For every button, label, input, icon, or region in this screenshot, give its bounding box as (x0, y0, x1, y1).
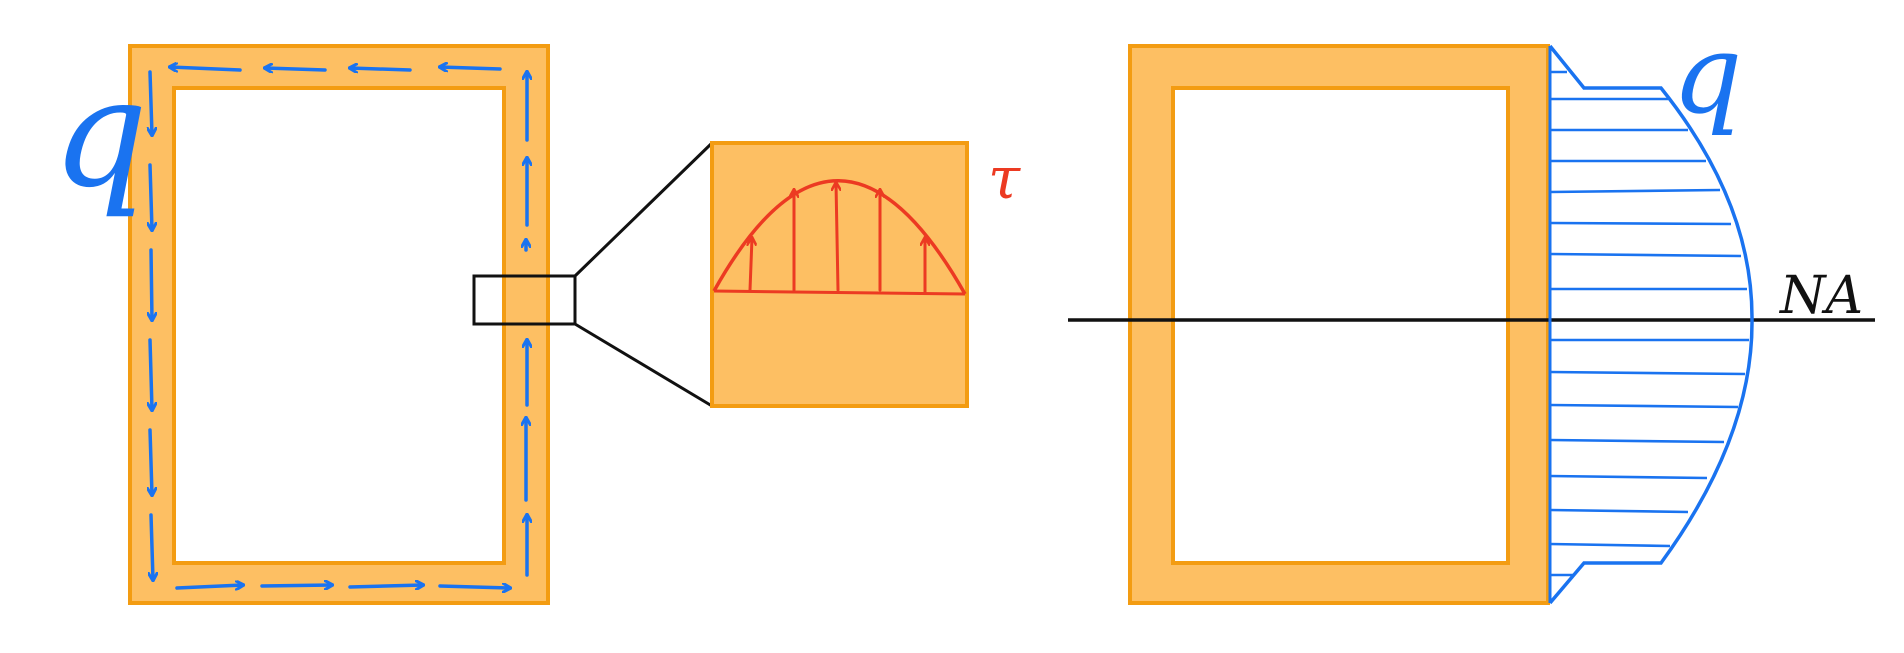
flow-arrow-left-3 (151, 248, 152, 320)
flow-arrow-top-4 (440, 67, 502, 69)
flow-arrow-bottom-4 (438, 586, 510, 588)
flow-arrow-left-6 (151, 513, 153, 580)
flow-arrow-bottom-1 (175, 585, 243, 588)
flow-arrow-bottom-3 (348, 585, 423, 587)
flow-arrow-bottom-2 (260, 585, 332, 586)
shear-stress-arrows (750, 183, 925, 294)
flow-arrow-top-1 (170, 67, 242, 70)
hatch-line (1549, 474, 1708, 480)
right-box-section (1128, 44, 1550, 605)
flow-arrow-left-1 (150, 70, 152, 135)
zoom-baseline (713, 289, 966, 296)
shear-stress-label: τ (988, 144, 1021, 212)
right-box-wall (1128, 44, 1550, 605)
zoom-selection-box (472, 274, 577, 326)
hatch-line (1549, 542, 1671, 548)
distribution-outline (1548, 44, 1754, 605)
hatch-line (1549, 221, 1732, 226)
flow-arrow-left-4 (150, 338, 152, 410)
zoom-line-bottom (574, 322, 713, 408)
flow-arrow-top-2 (265, 68, 327, 70)
distribution-hatching (1549, 70, 1749, 577)
left-box-section (128, 44, 550, 605)
flow-arrow-left-5 (150, 428, 152, 495)
zoom-detail (710, 141, 969, 408)
shear-flow-distribution (1548, 44, 1754, 605)
neutral-axis-label: NA (1778, 266, 1863, 326)
left-shear-flow-arrows (150, 67, 527, 588)
stress-arrow-1 (750, 238, 752, 292)
left-box-wall (128, 44, 550, 605)
hatch-line (1549, 438, 1725, 444)
flow-arrow-left-2 (150, 163, 152, 230)
zoom-connector (472, 141, 714, 408)
hatch-line (1549, 188, 1721, 194)
hatch-line (1549, 508, 1689, 514)
hatch-line (1549, 403, 1739, 409)
hatch-line (1549, 370, 1746, 376)
hatch-line (1549, 252, 1742, 258)
left-flow-label: q (52, 47, 148, 221)
flow-arrow-top-3 (350, 68, 412, 70)
zoom-line-top (573, 141, 714, 278)
stress-arrow-3 (836, 183, 838, 292)
right-flow-label: q (1672, 10, 1742, 138)
